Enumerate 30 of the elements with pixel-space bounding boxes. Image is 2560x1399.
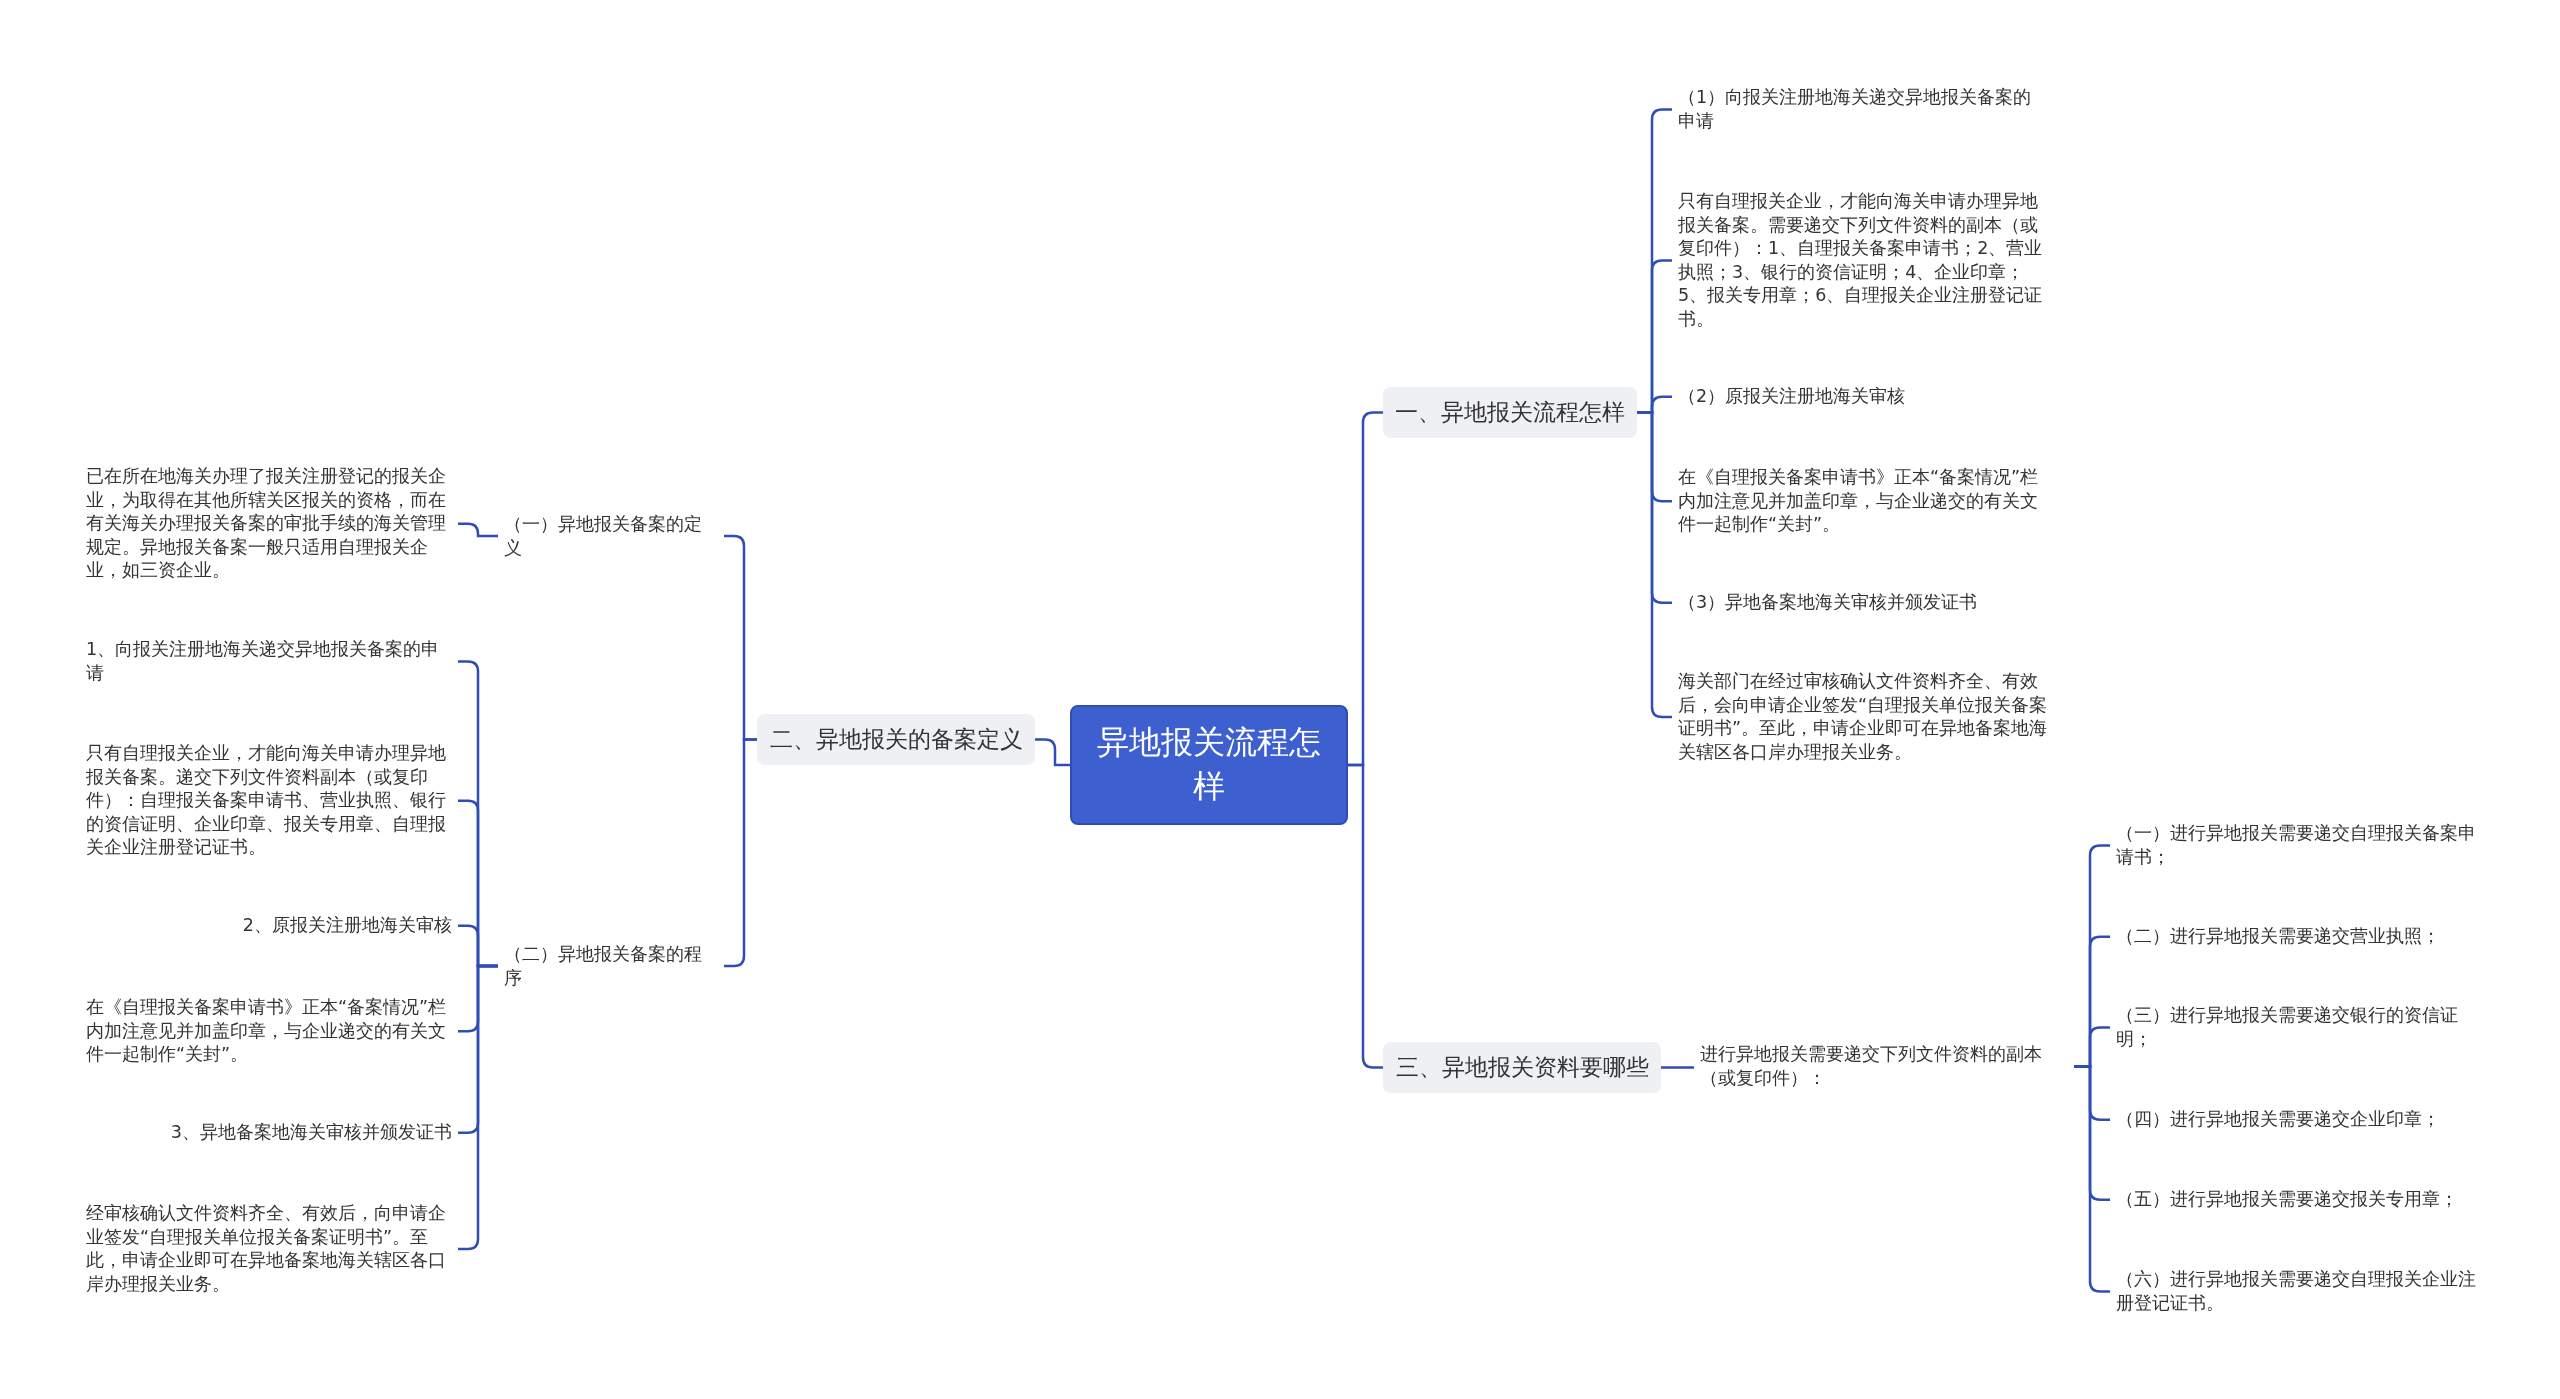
topic-text: （1）向报关注册地海关递交异地报关备案的申请 bbox=[1672, 86, 2054, 133]
central-topic-box: 异地报关流程怎样 bbox=[1070, 705, 1348, 825]
topic-text: 2、原报关注册地海关审核 bbox=[80, 914, 458, 938]
topic-text: （2）原报关注册地海关审核 bbox=[1672, 385, 2054, 409]
topic-text: 已在所在地海关办理了报关注册登记的报关企业，为取得在其他所辖关区报关的资格，而在有关海关办理报关备案的审批手续的海关管理规定。异地报关备案一般只适用自理报关企业，如三资企业。 bbox=[80, 465, 458, 583]
topic-text: （六）进行异地报关需要递交自理报关企业注册登记证书。 bbox=[2110, 1268, 2490, 1315]
topic-text: 在《自理报关备案申请书》正本“备案情况”栏内加注意见并加盖印章，与企业递交的有关文件一起制作“关封”。 bbox=[1672, 466, 2054, 537]
subtopic-text: （一）异地报关备案的定义 bbox=[498, 512, 724, 560]
topic-text: （二）进行异地报关需要递交营业执照； bbox=[2110, 925, 2490, 949]
branch-topic-box: 一、异地报关流程怎样 bbox=[1383, 387, 1637, 438]
topic-text: 经审核确认文件资料齐全、有效后，向申请企业签发“自理报关单位报关备案证明书”。至此，申请企业即可在异地备案地海关辖区各口岸办理报关业务。 bbox=[80, 1202, 458, 1296]
subtopic-text: （二）异地报关备案的程序 bbox=[498, 942, 724, 990]
topic-text: （四）进行异地报关需要递交企业印章； bbox=[2110, 1108, 2490, 1132]
topic-text: （三）进行异地报关需要递交银行的资信证明； bbox=[2110, 1004, 2490, 1051]
topic-text: 进行异地报关需要递交下列文件资料的副本（或复印件）： bbox=[1694, 1043, 2074, 1090]
branch-topic-box: 三、异地报关资料要哪些 bbox=[1383, 1042, 1661, 1093]
connector-line bbox=[1035, 738, 1070, 767]
topic-text: 在《自理报关备案申请书》正本“备案情况”栏内加注意见并加盖印章，与企业递交的有关文件一起制作“关封”。 bbox=[80, 996, 458, 1067]
topic-text: 1、向报关注册地海关递交异地报关备案的申请 bbox=[80, 638, 458, 685]
topic-text: 只有自理报关企业，才能向海关申请办理异地报关备案。需要递交下列文件资料的副本（或复印件）：1、自理报关备案申请书；2、营业执照；3、银行的资信证明；4、企业印章；5、报关专用章；6、自理报关企业注册登记证书。 bbox=[1672, 190, 2054, 331]
topic-text: 海关部门在经过审核确认文件资料齐全、有效后，会向申请企业签发“自理报关单位报关备案证明书”。至此，申请企业即可在异地备案地海关辖区各口岸办理报关业务。 bbox=[1672, 670, 2054, 764]
connector-line bbox=[458, 522, 498, 538]
topic-text: 3、异地备案地海关审核并颁发证书 bbox=[80, 1121, 458, 1145]
topic-text: （一）进行异地报关需要递交自理报关备案申请书； bbox=[2110, 822, 2490, 869]
branch-topic-box: 二、异地报关的备案定义 bbox=[757, 714, 1035, 765]
connector-line bbox=[1661, 1066, 1694, 1069]
topic-text: （五）进行异地报关需要递交报关专用章； bbox=[2110, 1188, 2490, 1212]
topic-text: （3）异地备案地海关审核并颁发证书 bbox=[1672, 591, 2054, 615]
connector-line bbox=[1348, 763, 1383, 1069]
topic-text: 只有自理报关企业，才能向海关申请办理异地报关备案。递交下列文件资料副本（或复印件）：自理报关备案申请书、营业执照、银行的资信证明、企业印章、报关专用章、自理报关企业注册登记证书。 bbox=[80, 742, 458, 860]
